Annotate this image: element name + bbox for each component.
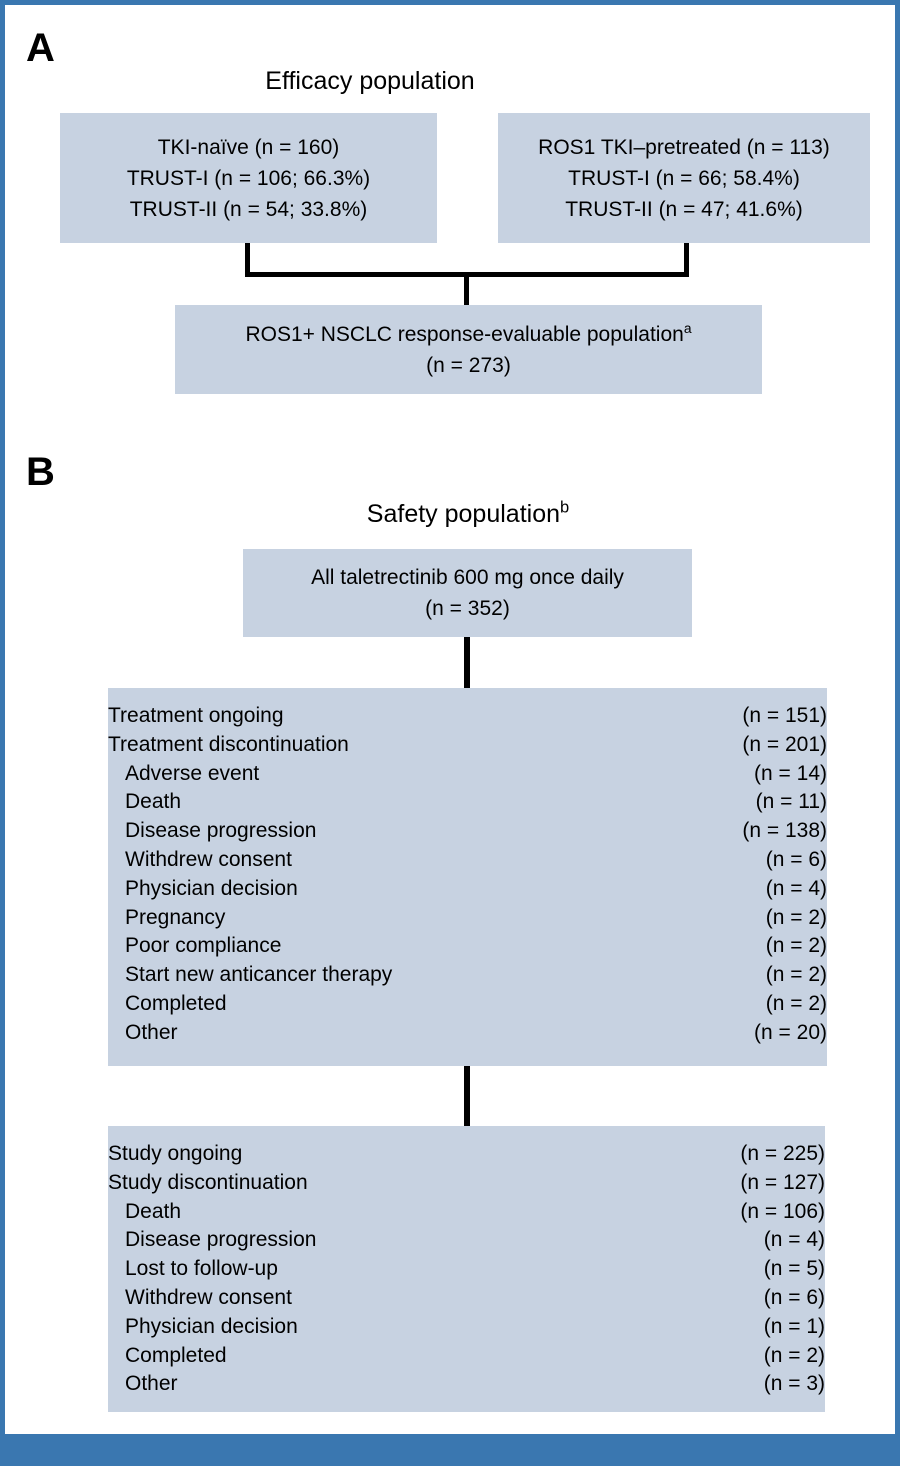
treatment-disposition-row: Physician decision (n = 4) (108, 875, 827, 904)
treatment-disposition-row-value: (n = 2) (765, 905, 827, 929)
treatment-disposition-row-label: Completed (125, 991, 227, 1015)
treatment-disposition-row-value: (n = 151) (742, 704, 827, 727)
treatment-disposition-row-label: Withdrew consent (125, 847, 292, 871)
treatment-disposition-row-value: (n = 201) (742, 732, 827, 756)
study-disposition-row-value: (n = 127) (740, 1170, 825, 1194)
panel-b-title-text: Safety population (366, 500, 560, 528)
treatment-disposition-row-label: Death (125, 790, 182, 814)
frame-border-top (0, 0, 900, 5)
study-disposition-row-label: Lost to follow-up (125, 1257, 278, 1281)
study-disposition-row: Completed (n = 2) (108, 1342, 825, 1371)
frame-border-right (895, 0, 900, 1434)
study-disposition-row-value: (n = 1) (763, 1314, 825, 1338)
panel-b-title-footnote-marker: b (560, 498, 570, 517)
treatment-disposition-row-label: Poor compliance (125, 934, 282, 958)
study-disposition-row-value: (n = 3) (763, 1372, 825, 1396)
treatment-disposition-row-value: (n = 2) (765, 991, 827, 1015)
efficacy-pooled-box: ROS1+ NSCLC response-evaluable populatio… (175, 305, 762, 394)
treatment-disposition-row-value: (n = 4) (765, 876, 827, 900)
treatment-disposition-row-value: (n = 11) (755, 790, 827, 814)
treatment-disposition-row-value: (n = 2) (765, 963, 827, 987)
pooled-population-label: ROS1+ NSCLC response-evaluable populatio… (245, 319, 691, 350)
study-disposition-row-value: (n = 225) (740, 1142, 825, 1165)
treatment-disposition-row-label: Start new anticancer therapy (125, 963, 393, 987)
tki-pretreated-line-1: ROS1 TKI–pretreated (n = 113) (538, 135, 830, 159)
study-disposition-row: Study discontinuation (n = 127) (108, 1169, 825, 1198)
study-disposition-row-label: Other (125, 1372, 178, 1396)
study-disposition-row-label: Completed (125, 1343, 227, 1367)
study-disposition-row: Study ongoing (n = 225) (108, 1140, 825, 1169)
treatment-disposition-row-value: (n = 138) (742, 819, 827, 843)
panel-a-title: Efficacy population (265, 67, 475, 95)
treatment-disposition-row: Treatment discontinuation (n = 201) (108, 731, 827, 760)
study-disposition-row-value: (n = 6) (763, 1285, 825, 1309)
study-disposition-row-value: (n = 4) (763, 1228, 825, 1252)
panel-b-letter: B (26, 450, 55, 494)
connector-treatment-to-study (464, 1066, 470, 1126)
treatment-disposition-row: Death (n = 11) (108, 788, 827, 817)
taletrectinib-count: (n = 352) (425, 597, 510, 620)
treatment-disposition-rows: Treatment ongoing (n = 151) Treatment disc… (108, 702, 827, 1048)
pooled-population-text: ROS1+ NSCLC response-evaluable populatio… (245, 322, 684, 346)
study-disposition-row-label: Disease progression (125, 1228, 317, 1252)
taletrectinib-dose-label: All taletrectinib 600 mg once daily (311, 566, 624, 589)
connector-safety-to-treatment (464, 637, 470, 688)
tki-naive-line-3: TRUST-II (n = 54; 33.8%) (129, 197, 368, 221)
panel-b-title: Safety populationb (238, 498, 698, 528)
study-disposition-row-label: Physician decision (125, 1314, 298, 1338)
safety-all-taletrectinib-box: All taletrectinib 600 mg once daily (n =… (243, 549, 692, 637)
connector-center-drop (464, 272, 469, 305)
treatment-disposition-row-label: Physician decision (125, 876, 298, 900)
tki-naive-line-2: TRUST-I (n = 106; 66.3%) (126, 166, 371, 190)
tki-pretreated-line-3: TRUST-II (n = 47; 41.6%) (565, 197, 803, 221)
treatment-disposition-row-value: (n = 20) (754, 1020, 827, 1044)
treatment-disposition-row: Withdrew consent (n = 6) (108, 846, 827, 875)
treatment-disposition-row: Completed (n = 2) (108, 990, 827, 1019)
study-disposition-row: Disease progression (n = 4) (108, 1226, 825, 1255)
study-disposition-row-value: (n = 106) (740, 1199, 825, 1223)
treatment-disposition-row: Poor compliance (n = 2) (108, 932, 827, 961)
treatment-disposition-row: Pregnancy (n = 2) (108, 904, 827, 933)
treatment-disposition-row: Disease progression (n = 138) (108, 817, 827, 846)
treatment-disposition-row-label: Adverse event (125, 761, 260, 785)
footer-band (0, 1434, 900, 1466)
treatment-disposition-row-label: Other (125, 1020, 178, 1044)
treatment-disposition-row: Adverse event (n = 14) (108, 760, 827, 789)
study-disposition-row-value: (n = 5) (763, 1257, 825, 1281)
study-disposition-row: Physician decision (n = 1) (108, 1313, 825, 1342)
treatment-disposition-row-label: Treatment discontinuation (108, 732, 349, 756)
treatment-disposition-row-label: Treatment ongoing (108, 704, 284, 727)
treatment-disposition-row: Other (n = 20) (108, 1019, 827, 1048)
efficacy-tki-naive-box: TKI-naïve (n = 160) TRUST-I (n = 106; 66… (60, 113, 437, 243)
study-disposition-box: Study ongoing (n = 225) Study discontinuat… (108, 1126, 825, 1412)
pooled-population-count: (n = 273) (426, 353, 511, 377)
treatment-disposition-row-value: (n = 14) (754, 761, 827, 785)
tki-naive-line-1: TKI-naïve (n = 160) (157, 135, 340, 159)
connector-right-vertical (684, 243, 689, 277)
frame-border-left (0, 0, 5, 1434)
treatment-disposition-row-label: Disease progression (125, 819, 317, 843)
efficacy-tki-pretreated-box: ROS1 TKI–pretreated (n = 113) TRUST-I (n… (498, 113, 870, 243)
study-disposition-row-label: Withdrew consent (125, 1285, 292, 1309)
study-disposition-row-label: Study ongoing (108, 1142, 243, 1165)
treatment-disposition-row-label: Pregnancy (125, 905, 226, 929)
treatment-disposition-row: Treatment ongoing (n = 151) (108, 702, 827, 731)
study-disposition-row: Withdrew consent (n = 6) (108, 1284, 825, 1313)
treatment-disposition-row-value: (n = 2) (765, 934, 827, 958)
study-disposition-rows: Study ongoing (n = 225) Study discontinuat… (108, 1140, 825, 1399)
treatment-disposition-box: Treatment ongoing (n = 151) Treatment disc… (108, 688, 827, 1066)
treatment-disposition-row: Start new anticancer therapy (n = 2) (108, 961, 827, 990)
study-disposition-row-label: Death (125, 1199, 182, 1223)
pooled-population-footnote-marker: a (683, 319, 692, 336)
treatment-disposition-row-value: (n = 6) (765, 847, 827, 871)
study-disposition-row: Other (n = 3) (108, 1370, 825, 1399)
study-disposition-row-value: (n = 2) (763, 1343, 825, 1367)
connector-left-vertical (245, 243, 250, 277)
study-disposition-row: Death (n = 106) (108, 1198, 825, 1227)
study-disposition-row: Lost to follow-up (n = 5) (108, 1255, 825, 1284)
study-disposition-row-label: Study discontinuation (108, 1170, 308, 1194)
panel-a-letter: A (26, 26, 55, 70)
tki-pretreated-line-2: TRUST-I (n = 66; 58.4%) (568, 166, 800, 190)
